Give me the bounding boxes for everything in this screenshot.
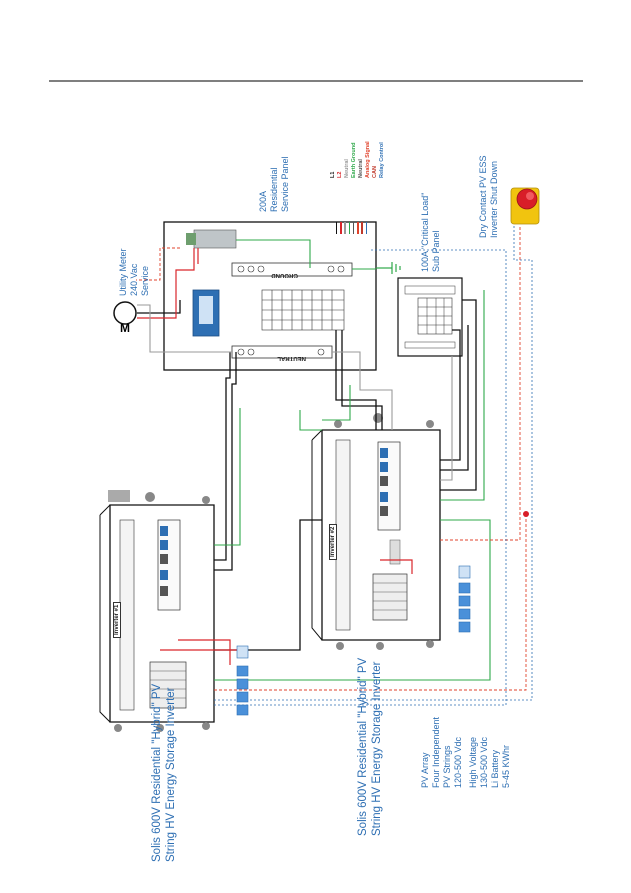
battery-module-icon bbox=[236, 645, 249, 716]
inverter1-terminal-block bbox=[157, 519, 181, 611]
legend-swatch bbox=[357, 222, 359, 234]
battery-module-icon bbox=[458, 565, 471, 633]
wiring-neutral bbox=[137, 304, 453, 481]
legend-swatch bbox=[352, 222, 355, 234]
legend-neutral: Neutral bbox=[344, 159, 350, 178]
utility-meter-label: Utility Meter 240 Vac Service bbox=[118, 248, 150, 296]
legend-earth-ground: Earth Ground bbox=[351, 142, 357, 178]
wiring-l2 bbox=[137, 248, 413, 665]
service-panel-label: 200A Residential Service Panel bbox=[258, 156, 290, 212]
legend-swatch bbox=[340, 222, 342, 234]
neutral-bus-label: NEUTRAL bbox=[277, 355, 306, 361]
shutdown-label: Dry Contact PV ESS Inverter Shut Down bbox=[478, 155, 499, 238]
ground-bus-label: GROUND bbox=[271, 272, 298, 278]
inverter2-dc-block bbox=[372, 573, 408, 621]
legend-relay-control: Relay Control bbox=[379, 142, 385, 178]
battery-label: High Voltage 130-500 Vdc Li Battery 5-45… bbox=[468, 736, 511, 788]
legend-swatch bbox=[361, 222, 363, 234]
legend-l2: L2 bbox=[337, 171, 343, 178]
legend: L1 L2 Neutral Earth Ground Neutral Analo… bbox=[330, 141, 386, 178]
legend-analog-signal: Analog Signal bbox=[365, 141, 371, 178]
meter-symbol-text: M bbox=[120, 321, 130, 335]
emergency-stop-button-icon[interactable] bbox=[510, 187, 540, 225]
legend-swatches bbox=[333, 222, 370, 234]
inverter2-terminal-block bbox=[377, 441, 401, 565]
legend-l1: L1 bbox=[330, 171, 336, 178]
legend-can: CAN bbox=[372, 166, 378, 178]
surge-device bbox=[193, 229, 237, 249]
legend-swatch bbox=[344, 222, 346, 234]
earth-ground-icon bbox=[376, 262, 401, 274]
inverter1-caption: Solis 600V Residential "Hybrid" PV Strin… bbox=[151, 683, 177, 862]
wiring-relay bbox=[214, 226, 533, 706]
inverter1-badge: Inverter #1 bbox=[113, 601, 121, 638]
utility-meter bbox=[113, 301, 137, 325]
service-panel bbox=[163, 221, 377, 371]
legend-swatch bbox=[365, 222, 367, 234]
breaker-stack bbox=[261, 289, 345, 331]
legend-swatch bbox=[335, 222, 338, 234]
sub-panel-label: 100A "Critical Load" Sub Panel bbox=[420, 192, 441, 272]
inverter2-caption: Solis 600V Residential "Hybrid" PV Strin… bbox=[357, 657, 383, 836]
inverter1-dc-block bbox=[149, 661, 187, 709]
junction-dot bbox=[523, 511, 529, 517]
sub-panel bbox=[397, 277, 463, 357]
inverter1-enclosure bbox=[99, 490, 215, 732]
wiring-signal bbox=[136, 225, 527, 691]
legend-swatch bbox=[348, 222, 350, 234]
pv-array-label: PV Array Four Independent PV Strings 120… bbox=[420, 716, 463, 788]
inverter2-enclosure bbox=[311, 413, 441, 650]
wiring-ground bbox=[214, 239, 491, 681]
wiring-l1 bbox=[137, 299, 477, 651]
inverter2-badge: Inverter #2 bbox=[329, 523, 337, 560]
legend-neutral-2: Neutral bbox=[358, 159, 364, 178]
